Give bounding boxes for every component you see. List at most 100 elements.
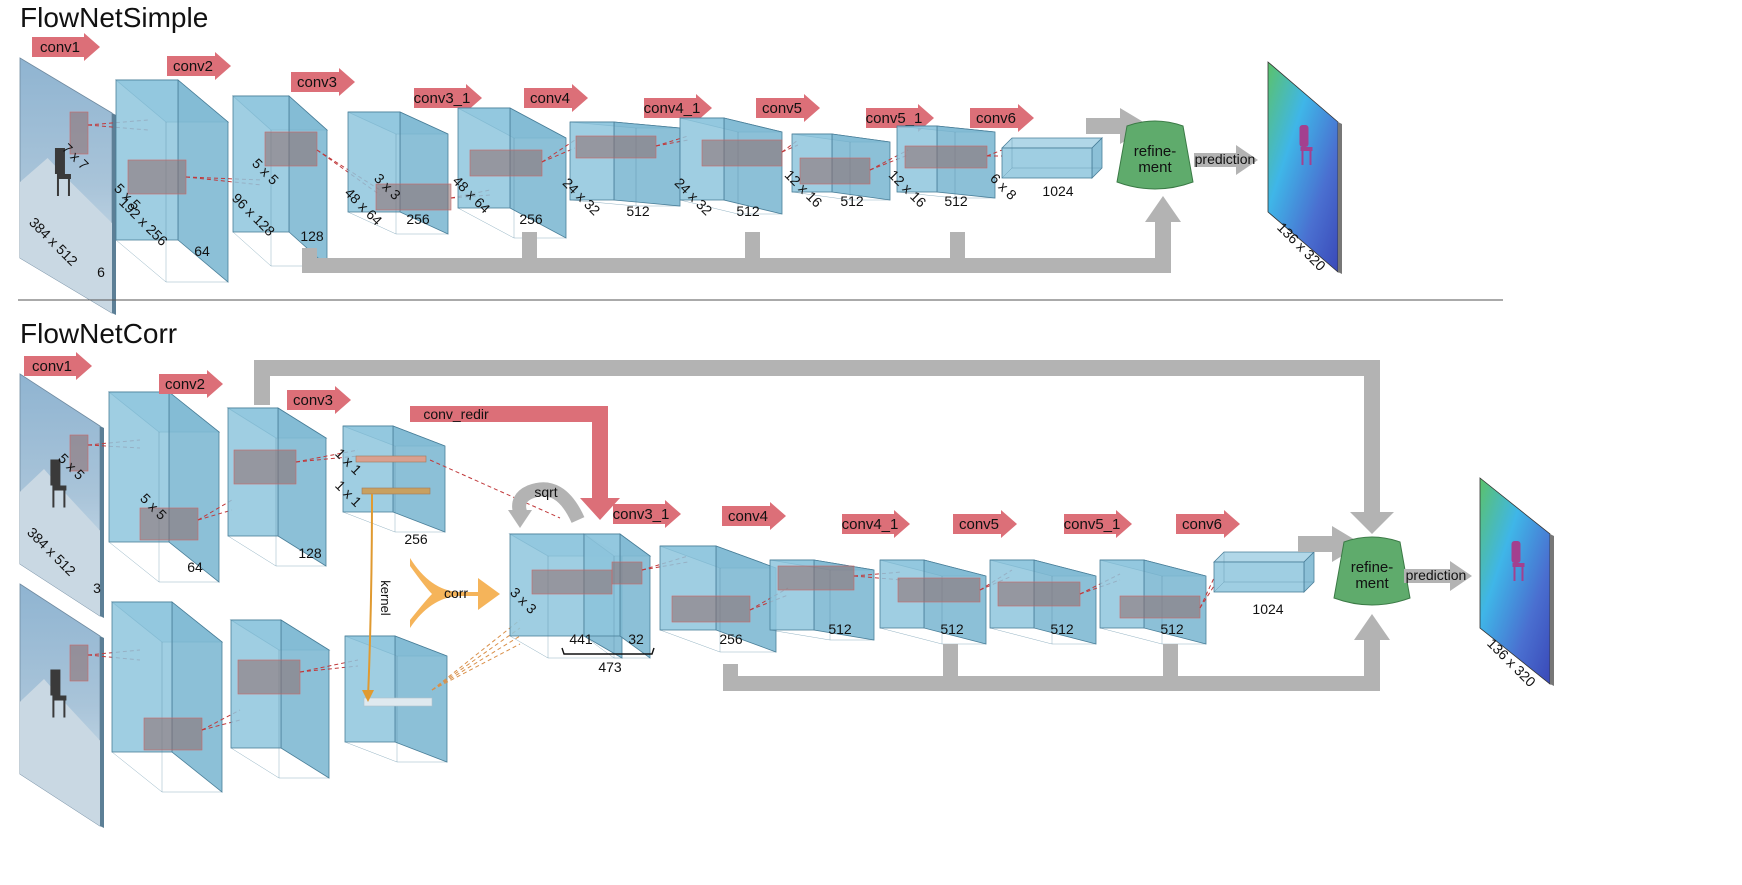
box-hidden-edge xyxy=(791,191,851,201)
red-arrow-shape xyxy=(291,68,355,96)
red-arrow-label: conv5 xyxy=(959,516,999,533)
box-hidden-edge xyxy=(232,231,272,267)
red-arrow-label: conv1 xyxy=(40,39,80,56)
simple-conv3-arrow: conv3 xyxy=(291,68,355,96)
red-arrow-shape xyxy=(159,370,223,398)
corr-conv5-arrow: conv5 xyxy=(953,510,1017,538)
simple-conv2-channels: 64 xyxy=(194,243,210,259)
kernel-patch xyxy=(531,569,613,595)
sqrt-arrow xyxy=(512,482,585,524)
corr-final-channels: 1024 xyxy=(1252,601,1283,617)
conv-redir-arrow xyxy=(410,406,620,520)
simple-skip-up-arrow xyxy=(1145,196,1181,273)
corr-skip-up-arrow xyxy=(1354,614,1390,691)
box-hidden-edge xyxy=(227,535,277,567)
box-hidden-edge xyxy=(659,629,721,653)
simple-conv4_1-channels: 512 xyxy=(626,203,650,219)
red-arrow-shape xyxy=(970,104,1034,132)
red-arrow-shape xyxy=(953,510,1017,538)
red-arrow-shape xyxy=(866,104,934,132)
kernel-line xyxy=(367,493,373,699)
box-hidden-edge xyxy=(989,627,1053,645)
corr-conv3_1-arrow: conv3_1 xyxy=(613,500,681,528)
simple-box-final xyxy=(1001,137,1103,179)
simple-skip-bar xyxy=(302,258,1170,273)
kernel-patch xyxy=(701,139,783,167)
red-arrow-shape xyxy=(756,94,820,122)
kernel-patch-bar xyxy=(361,487,431,495)
simple-skip-stub xyxy=(950,232,965,268)
receptive-field-line xyxy=(655,139,689,147)
corr-conv6-channels: 512 xyxy=(1160,621,1184,637)
red-arrow-label: conv3 xyxy=(293,392,333,409)
kernel-patch xyxy=(237,659,301,695)
corr-input-image-bottom xyxy=(19,583,104,828)
corr-box-final xyxy=(1213,551,1315,593)
conv-redir-label: conv_redir xyxy=(423,406,489,422)
corr-input-channels: 3 xyxy=(93,580,101,596)
receptive-field-line xyxy=(197,509,233,521)
red-arrow-shape xyxy=(1176,510,1240,538)
box-front-face xyxy=(342,425,394,513)
simple-prediction-arrow xyxy=(1194,145,1258,175)
kernel-patch xyxy=(897,577,981,603)
red-arrow-shape xyxy=(1064,510,1132,538)
box-hidden-edge xyxy=(769,629,831,641)
refinement-label: refine-ment xyxy=(1134,143,1177,176)
box-side-face xyxy=(392,425,446,533)
chair-seat xyxy=(52,695,67,701)
kernel-patch xyxy=(69,644,89,682)
simple-input-image xyxy=(19,57,116,315)
corr-conv3-out-channels: 256 xyxy=(404,531,428,547)
corr-prediction-label: prediction xyxy=(1406,567,1467,583)
simple-conv5_1-channels: 512 xyxy=(840,193,864,209)
box-hidden-edge xyxy=(344,741,398,763)
box-front-face xyxy=(569,121,615,201)
red-arrow-shape xyxy=(613,500,681,528)
corr-conv2-arrow: conv2 xyxy=(159,370,223,398)
box-hidden-edge xyxy=(569,199,637,207)
box-hidden-edge xyxy=(879,627,943,645)
kernel-patch xyxy=(139,507,199,541)
red-arrow-label: conv4 xyxy=(530,90,570,107)
box-hidden-edge xyxy=(1213,581,1225,593)
corr-conv4-channels: 256 xyxy=(719,631,743,647)
red-arrow-label: conv1 xyxy=(32,358,72,375)
simple-final-channels: 1024 xyxy=(1042,183,1073,199)
red-arrow-shape xyxy=(722,502,786,530)
corr-conv1-arrow: conv1 xyxy=(24,352,92,380)
kernel-patch xyxy=(1119,595,1201,619)
red-arrow-shape xyxy=(644,94,712,122)
red-arrow-label: conv4_1 xyxy=(842,516,899,533)
simple-output-image xyxy=(1267,61,1342,274)
redir-patch xyxy=(355,455,427,463)
simple-conv3-channels: 128 xyxy=(300,228,324,244)
corr-conv6-arrow: conv6 xyxy=(1176,510,1240,538)
flow-chair-seat xyxy=(1512,563,1525,567)
box-side-face xyxy=(613,121,681,207)
receptive-field-line xyxy=(431,635,521,691)
red-arrow-label: conv5_1 xyxy=(1064,516,1121,533)
receptive-field-line xyxy=(655,135,689,147)
corr-conv2-channels: 64 xyxy=(187,559,203,575)
red-arrow-shape xyxy=(414,84,482,112)
corr-32-label: 32 xyxy=(628,631,644,647)
red-arrow-label: conv2 xyxy=(173,58,213,75)
sqrt-arrow-head xyxy=(508,510,532,528)
box-hidden-edge xyxy=(679,199,739,215)
label-line: refine- xyxy=(1134,143,1177,160)
flownetsimple-title: FlowNetSimple xyxy=(20,2,209,33)
simple-conv2-arrow: conv2 xyxy=(167,52,231,80)
red-arrow-shape xyxy=(24,352,92,380)
simple-conv3_1-channels: 256 xyxy=(406,211,430,227)
red-arrow-shape xyxy=(32,33,100,61)
kernel-patch xyxy=(575,135,657,159)
corr-conv3-arrow: conv3 xyxy=(287,386,351,414)
kernel-patch xyxy=(143,717,203,751)
mountain-shape xyxy=(20,469,100,616)
kernel-patch xyxy=(69,434,89,472)
box-front-face xyxy=(347,111,401,213)
red-arrow-shape xyxy=(167,52,231,80)
corr-conv4-arrow: conv4 xyxy=(722,502,786,530)
